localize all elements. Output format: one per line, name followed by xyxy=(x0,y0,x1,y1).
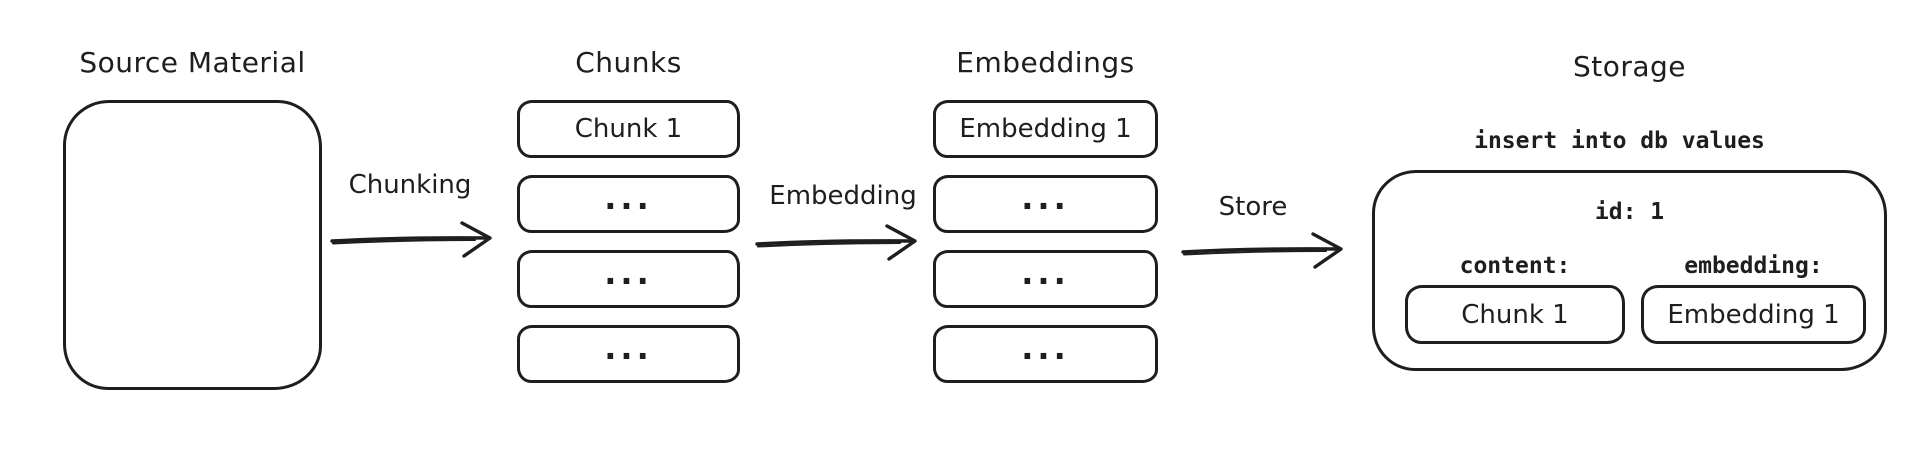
storage-record-box: id: 1 content: embedding: Chunk 1 Embedd… xyxy=(1372,170,1887,371)
source-material-title: Source Material xyxy=(79,46,306,79)
chunks-title: Chunks xyxy=(575,46,682,79)
record-content-value-box: Chunk 1 xyxy=(1405,285,1625,344)
embedding-item-4: ... xyxy=(933,325,1158,383)
record-embedding-value: Embedding 1 xyxy=(1667,299,1840,330)
chunking-arrow-label: Chunking xyxy=(348,170,472,200)
embedding-arrow-label: Embedding xyxy=(769,181,917,211)
store-arrow-label: Store xyxy=(1218,192,1288,222)
embedding-item-3: ... xyxy=(933,250,1158,308)
record-embedding-value-box: Embedding 1 xyxy=(1641,285,1866,344)
embedding-item-1: Embedding 1 xyxy=(933,100,1158,158)
record-embedding-label: embedding: xyxy=(1684,253,1823,279)
embedding-item-1-label: Embedding 1 xyxy=(959,114,1132,144)
chunk-item-1: Chunk 1 xyxy=(517,100,740,158)
storage-insert-statement: insert into db values xyxy=(1474,128,1765,154)
record-id-label: id: 1 xyxy=(1594,199,1665,225)
source-material-box xyxy=(63,100,322,390)
chunk-item-3: ... xyxy=(517,250,740,308)
record-content-label: content: xyxy=(1459,253,1571,279)
chunks-list: Chunk 1 ... ... ... xyxy=(517,100,740,383)
chunk-item-4: ... xyxy=(517,325,740,383)
embeddings-title: Embeddings xyxy=(956,46,1135,79)
chunking-arrow-icon xyxy=(330,221,492,258)
store-arrow-icon xyxy=(1181,232,1343,269)
embedding-item-2: ... xyxy=(933,175,1158,233)
record-content-value: Chunk 1 xyxy=(1461,299,1569,330)
embeddings-list: Embedding 1 ... ... ... xyxy=(933,100,1158,383)
chunk-item-1-label: Chunk 1 xyxy=(574,114,683,144)
embedding-arrow-icon xyxy=(755,224,917,261)
chunk-item-2: ... xyxy=(517,175,740,233)
storage-title: Storage xyxy=(1572,50,1687,83)
